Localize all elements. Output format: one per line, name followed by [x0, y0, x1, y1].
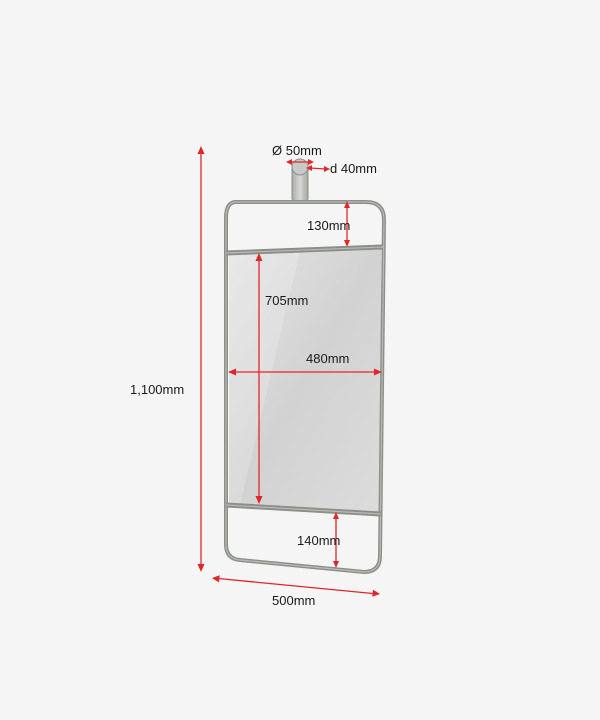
- dimension-labels: Ø 50mm d 40mm 130mm 705mm 480mm 140mm 1,…: [130, 143, 377, 608]
- hook-depth-line: [309, 167, 327, 170]
- total-height-label: 1,100mm: [130, 382, 184, 397]
- mirror-shine: [229, 251, 300, 505]
- total-width-line: [216, 577, 375, 595]
- hook-diameter-label: Ø 50mm: [272, 143, 322, 158]
- mirror-product: [224, 158, 386, 574]
- mirror-width-label: 480mm: [306, 351, 349, 366]
- hook-depth-label: d 40mm: [330, 161, 377, 176]
- top-section-label: 130mm: [307, 218, 350, 233]
- mirror-height-label: 705mm: [265, 293, 308, 308]
- mirror-glass: [229, 248, 381, 512]
- dimension-lines: [197, 146, 382, 597]
- total-width-label: 500mm: [272, 593, 315, 608]
- bottom-section-label: 140mm: [297, 533, 340, 548]
